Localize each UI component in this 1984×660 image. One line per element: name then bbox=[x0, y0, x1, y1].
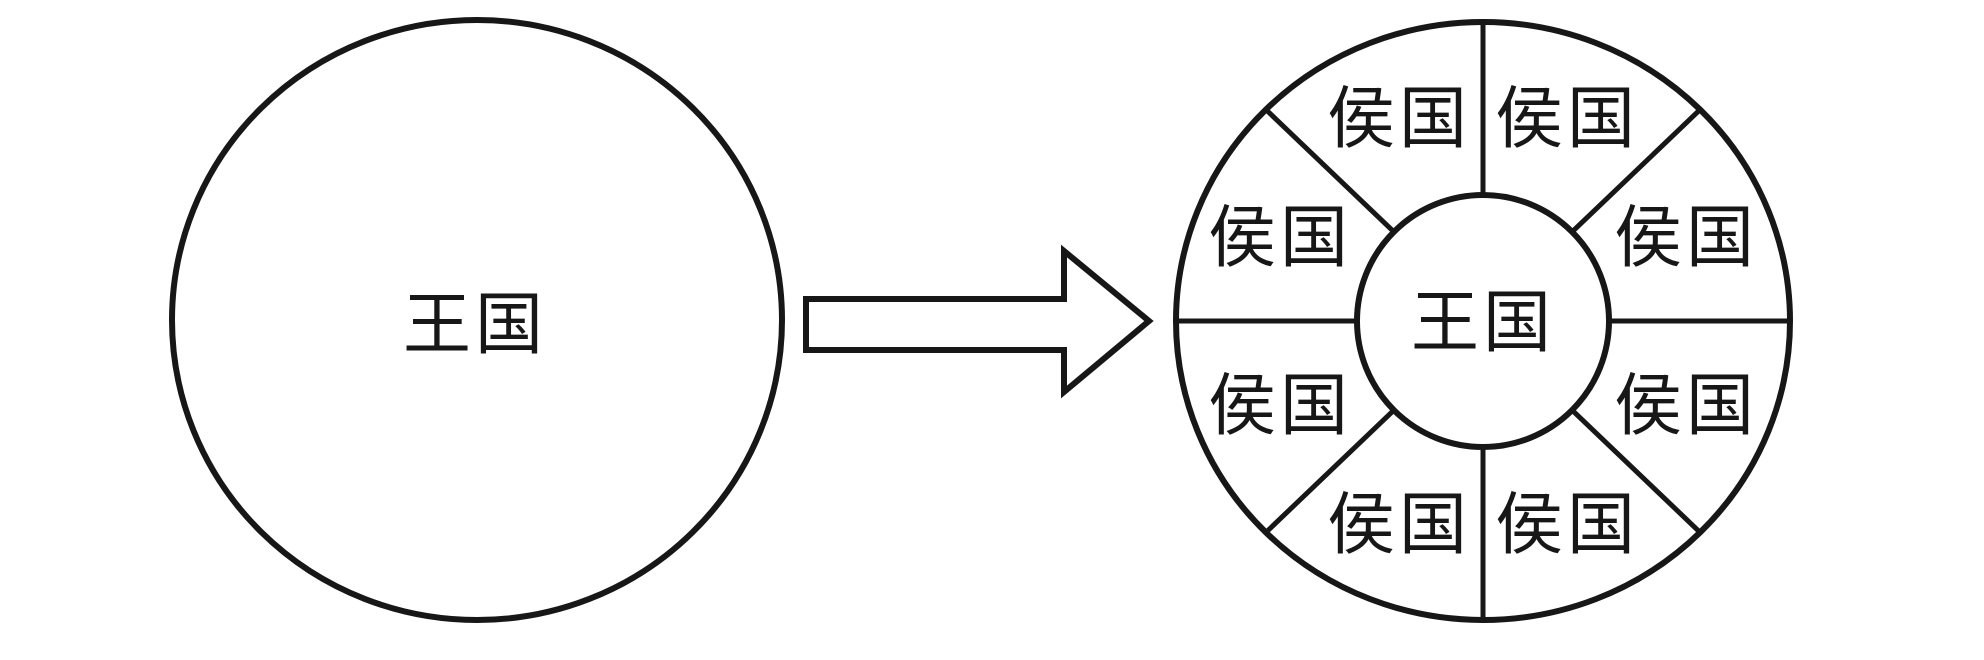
marquisate-label-top-right: 侯国 bbox=[1495, 81, 1639, 157]
divider-northeast bbox=[1571, 107, 1702, 234]
divider-northwest bbox=[1264, 107, 1395, 234]
arrow-right-icon bbox=[803, 244, 1154, 399]
kingdom-circle bbox=[169, 17, 785, 623]
wheel-center-kingdom-label: 王国 bbox=[1411, 285, 1555, 361]
marquisate-label-right-upper: 侯国 bbox=[1614, 200, 1758, 276]
divider-southwest bbox=[1264, 408, 1395, 535]
marquisate-label-left-upper: 侯国 bbox=[1208, 200, 1352, 276]
marquisate-label-bottom-right: 侯国 bbox=[1495, 487, 1639, 563]
divider-southeast bbox=[1571, 408, 1702, 535]
marquisate-label-top-left: 侯国 bbox=[1327, 81, 1471, 157]
kingdom-label: 王国 bbox=[403, 287, 547, 363]
marquisate-label-left-lower: 侯国 bbox=[1208, 368, 1352, 444]
marquisate-label-right-lower: 侯国 bbox=[1614, 368, 1758, 444]
marquisate-label-bottom-left: 侯国 bbox=[1327, 487, 1471, 563]
